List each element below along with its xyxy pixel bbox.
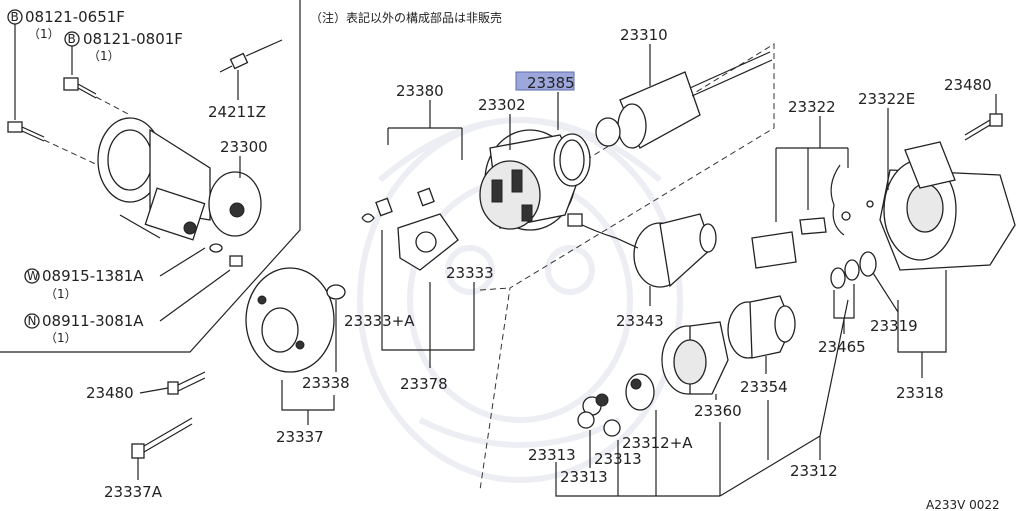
label-23380: 23380 <box>396 82 444 100</box>
ring-23385-part <box>553 133 591 187</box>
b1-code: 08121-0651F <box>25 8 125 26</box>
through-bolt-23337a-part <box>131 417 193 459</box>
label-23354: 23354 <box>740 378 788 396</box>
figure-code: A233V 0022 <box>926 498 1000 511</box>
e-ring-part <box>866 200 874 208</box>
callout-b1: B 08121-0651F （1） <box>7 8 125 41</box>
label-23302: 23302 <box>478 96 526 114</box>
n-code: 08911-3081A <box>42 312 144 330</box>
callout-w: W 08915-1381A （1） <box>24 247 206 301</box>
terminal-24211z-part <box>219 39 283 73</box>
bolt-23480-left-part <box>167 371 206 395</box>
bolt-23480-top-part <box>964 113 1003 141</box>
label-23312a: 23312+A <box>622 434 693 452</box>
highlight-23385 <box>515 71 575 91</box>
label-24211z: 24211Z <box>208 103 266 121</box>
n-symbol: N <box>28 314 37 328</box>
pinion-23354-part <box>727 295 796 359</box>
washer-part <box>209 243 223 253</box>
washers-23465-part <box>830 251 877 289</box>
shaft-23312a-part <box>625 373 655 411</box>
lever-23322-part <box>751 164 851 269</box>
label-23338: 23338 <box>302 374 350 392</box>
brush-23380-part <box>361 187 435 223</box>
label-23333a: 23333+A <box>344 312 415 330</box>
label-23480-left: 23480 <box>86 384 134 402</box>
brush-holder-23378-part <box>397 213 459 271</box>
label-23313-c: 23313 <box>560 468 608 486</box>
callout-n: N 08911-3081A （1） <box>24 269 231 345</box>
b1-qty: （1） <box>28 27 60 41</box>
label-23480-top: 23480 <box>944 76 992 94</box>
bolt-b1-part <box>7 121 45 142</box>
plug-23338-part <box>326 284 346 300</box>
label-23343: 23343 <box>616 312 664 330</box>
w-qty: （1） <box>45 287 77 301</box>
b2-qty: （1） <box>88 49 120 63</box>
w-symbol: W <box>27 269 39 283</box>
label-23313-a: 23313 <box>528 446 576 464</box>
planetary-gears-23313-part <box>577 393 621 437</box>
rear-bracket-23337-part <box>245 267 335 373</box>
label-23333: 23333 <box>446 264 494 282</box>
front-bracket-23318-part <box>879 141 1016 271</box>
b2-code: 08121-0801F <box>83 30 183 48</box>
label-23322: 23322 <box>788 98 836 116</box>
solenoid-23343-part <box>567 213 717 288</box>
label-23318: 23318 <box>896 384 944 402</box>
b2-symbol: B <box>68 32 76 46</box>
note-text: （注）表記以外の構成部品は非販売 <box>310 10 502 25</box>
n-qty: （1） <box>45 331 77 345</box>
clutch-23360-part <box>661 321 729 395</box>
label-23337a: 23337A <box>104 483 163 501</box>
label-23378: 23378 <box>400 375 448 393</box>
label-23310: 23310 <box>620 26 668 44</box>
armature-23310-part <box>595 51 773 149</box>
label-23360: 23360 <box>694 402 742 420</box>
label-23337: 23337 <box>276 428 324 446</box>
label-23312: 23312 <box>790 462 838 480</box>
starter-assembly-23300-part <box>97 117 262 241</box>
label-23300: 23300 <box>220 138 268 156</box>
label-23385: 23385 <box>527 74 575 92</box>
label-23319: 23319 <box>870 317 918 335</box>
b1-symbol: B <box>11 10 19 24</box>
label-23465: 23465 <box>818 338 866 356</box>
nut-part <box>229 255 243 267</box>
w-code: 08915-1381A <box>42 267 144 285</box>
dashed-assembly-outline <box>479 43 775 491</box>
section-frame <box>0 0 301 353</box>
bolt-b2-part <box>63 77 97 99</box>
label-23322e: 23322E <box>858 90 915 108</box>
callout-b2: B 08121-0801F （1） <box>64 30 183 63</box>
